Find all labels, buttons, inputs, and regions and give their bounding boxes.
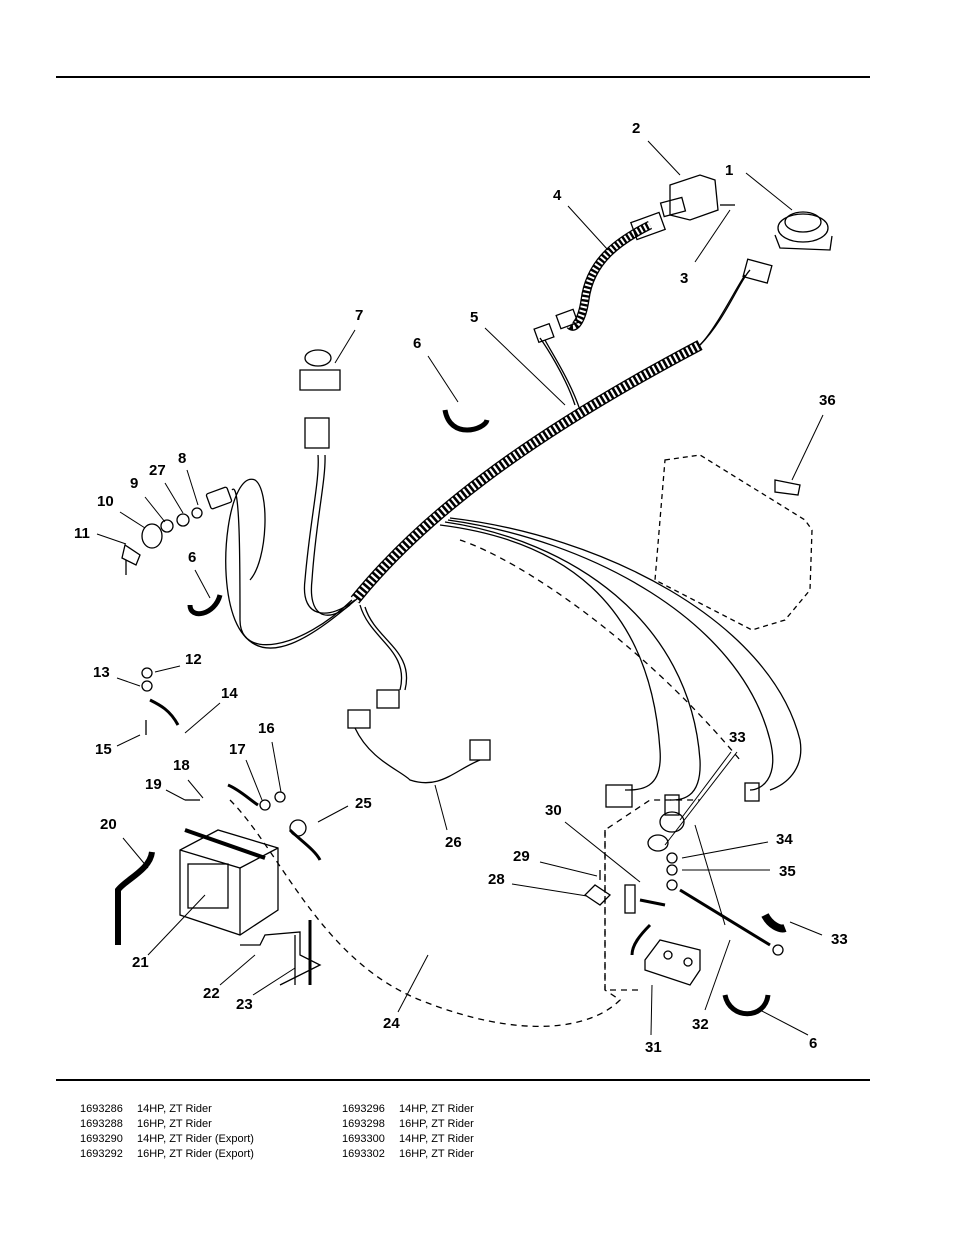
model-description: 14HP, ZT Rider (Export) bbox=[137, 1133, 254, 1145]
cable-14 bbox=[141, 667, 286, 811]
part-22-holddown bbox=[240, 920, 322, 986]
callout-1: 1 bbox=[725, 162, 733, 179]
part-7-pto-switch bbox=[299, 349, 341, 449]
part-number: 1693292 bbox=[80, 1148, 123, 1160]
model-row: 1693290 14HP, ZT Rider (Export) bbox=[80, 1132, 254, 1147]
callout-29: 29 bbox=[513, 848, 530, 865]
model-row: 1693298 16HP, ZT Rider bbox=[342, 1117, 474, 1132]
callout-2: 2 bbox=[632, 120, 640, 137]
model-list-left: 1693286 14HP, ZT Rider 1693288 16HP, ZT Ri… bbox=[80, 1102, 254, 1162]
callout-34: 34 bbox=[776, 831, 793, 848]
model-row: 1693296 14HP, ZT Rider bbox=[342, 1102, 474, 1117]
callout-8: 8 bbox=[178, 450, 186, 467]
callout-10: 10 bbox=[97, 493, 114, 510]
model-description: 14HP, ZT Rider bbox=[137, 1103, 212, 1115]
callout-36: 36 bbox=[819, 392, 836, 409]
callout-20: 20 bbox=[100, 816, 117, 833]
callout-7: 7 bbox=[355, 307, 363, 324]
callout-19: 19 bbox=[145, 776, 162, 793]
callout-18: 18 bbox=[173, 757, 190, 774]
part-4-coil bbox=[566, 220, 653, 331]
callout-21: 21 bbox=[132, 954, 149, 971]
model-row: 1693302 16HP, ZT Rider bbox=[342, 1147, 474, 1162]
callout-25: 25 bbox=[355, 795, 372, 812]
part-28-bracket bbox=[583, 884, 612, 906]
small-connector bbox=[555, 308, 579, 330]
callout-11: 11 bbox=[74, 525, 90, 542]
part-36-panel bbox=[654, 454, 813, 631]
callout-6a: 6 bbox=[413, 335, 421, 352]
model-row: 1693300 14HP, ZT Rider bbox=[342, 1132, 474, 1147]
part-25-cable bbox=[288, 828, 322, 861]
callout-35: 35 bbox=[779, 863, 796, 880]
part-33-boot bbox=[659, 811, 685, 833]
callout-16: 16 bbox=[258, 720, 275, 737]
part-number: 1693290 bbox=[80, 1133, 123, 1145]
part-6-clamp-top bbox=[442, 409, 490, 433]
part-26-harness bbox=[347, 689, 491, 784]
part-number: 1693300 bbox=[342, 1133, 385, 1145]
part-1-hour-meter bbox=[774, 211, 833, 251]
model-description: 16HP, ZT Rider (Export) bbox=[137, 1148, 254, 1160]
callout-32: 32 bbox=[692, 1016, 709, 1033]
leader-lines bbox=[96, 140, 824, 1036]
callout-numbers: 1 2 3 4 5 6 6 6 7 8 9 10 11 12 13 14 15 … bbox=[74, 120, 848, 1056]
callout-33a: 33 bbox=[729, 729, 746, 746]
meter-connector bbox=[742, 258, 773, 284]
model-description: 16HP, ZT Rider bbox=[399, 1148, 474, 1160]
part-31-solenoid bbox=[644, 939, 701, 986]
callout-24: 24 bbox=[383, 1015, 400, 1032]
model-description: 14HP, ZT Rider bbox=[399, 1103, 474, 1115]
part-number: 1693298 bbox=[342, 1118, 385, 1130]
part-number: 1693286 bbox=[80, 1103, 123, 1115]
callout-9: 9 bbox=[130, 475, 138, 492]
callout-3: 3 bbox=[680, 270, 688, 287]
callout-23: 23 bbox=[236, 996, 253, 1013]
callout-33b: 33 bbox=[831, 931, 848, 948]
key-switch-parts bbox=[121, 486, 233, 575]
callout-12: 12 bbox=[185, 651, 202, 668]
top-rule bbox=[56, 76, 870, 78]
end-connector bbox=[605, 784, 633, 808]
part-2-bracket bbox=[659, 174, 735, 221]
callout-15: 15 bbox=[95, 741, 112, 758]
callout-22: 22 bbox=[203, 985, 220, 1002]
callout-14: 14 bbox=[221, 685, 238, 702]
part-32-cable bbox=[679, 888, 771, 947]
callout-28: 28 bbox=[488, 871, 505, 888]
callout-13: 13 bbox=[93, 664, 110, 681]
callout-4: 4 bbox=[553, 187, 562, 204]
part-6-clamp-bottom bbox=[722, 994, 771, 1017]
callout-30: 30 bbox=[545, 802, 562, 819]
model-description: 14HP, ZT Rider bbox=[399, 1133, 474, 1145]
part-21-battery bbox=[179, 828, 279, 936]
part-30-terminal bbox=[624, 884, 636, 914]
part-4-connector bbox=[629, 211, 667, 241]
part-number: 1693288 bbox=[80, 1118, 123, 1130]
part-20-tube bbox=[115, 851, 155, 945]
callout-17: 17 bbox=[229, 741, 246, 758]
main-harness bbox=[225, 269, 802, 801]
callout-26: 26 bbox=[445, 834, 462, 851]
model-description: 16HP, ZT Rider bbox=[399, 1118, 474, 1130]
callout-27: 27 bbox=[149, 462, 166, 479]
callout-6b: 6 bbox=[188, 549, 196, 566]
model-description: 16HP, ZT Rider bbox=[137, 1118, 212, 1130]
model-row: 1693292 16HP, ZT Rider (Export) bbox=[80, 1147, 254, 1162]
callout-5: 5 bbox=[470, 309, 478, 326]
part-number: 1693302 bbox=[342, 1148, 385, 1160]
part-6-clamp-left bbox=[187, 594, 223, 617]
callout-31: 31 bbox=[645, 1039, 662, 1056]
model-row: 1693288 16HP, ZT Rider bbox=[80, 1117, 254, 1132]
part-number: 1693296 bbox=[342, 1103, 385, 1115]
model-row: 1693286 14HP, ZT Rider bbox=[80, 1102, 254, 1117]
callout-6c: 6 bbox=[809, 1035, 817, 1052]
bottom-rule bbox=[56, 1079, 870, 1081]
model-list-right: 1693296 14HP, ZT Rider 1693298 16HP, ZT Ri… bbox=[342, 1102, 474, 1162]
part-24-outline bbox=[229, 799, 700, 1028]
